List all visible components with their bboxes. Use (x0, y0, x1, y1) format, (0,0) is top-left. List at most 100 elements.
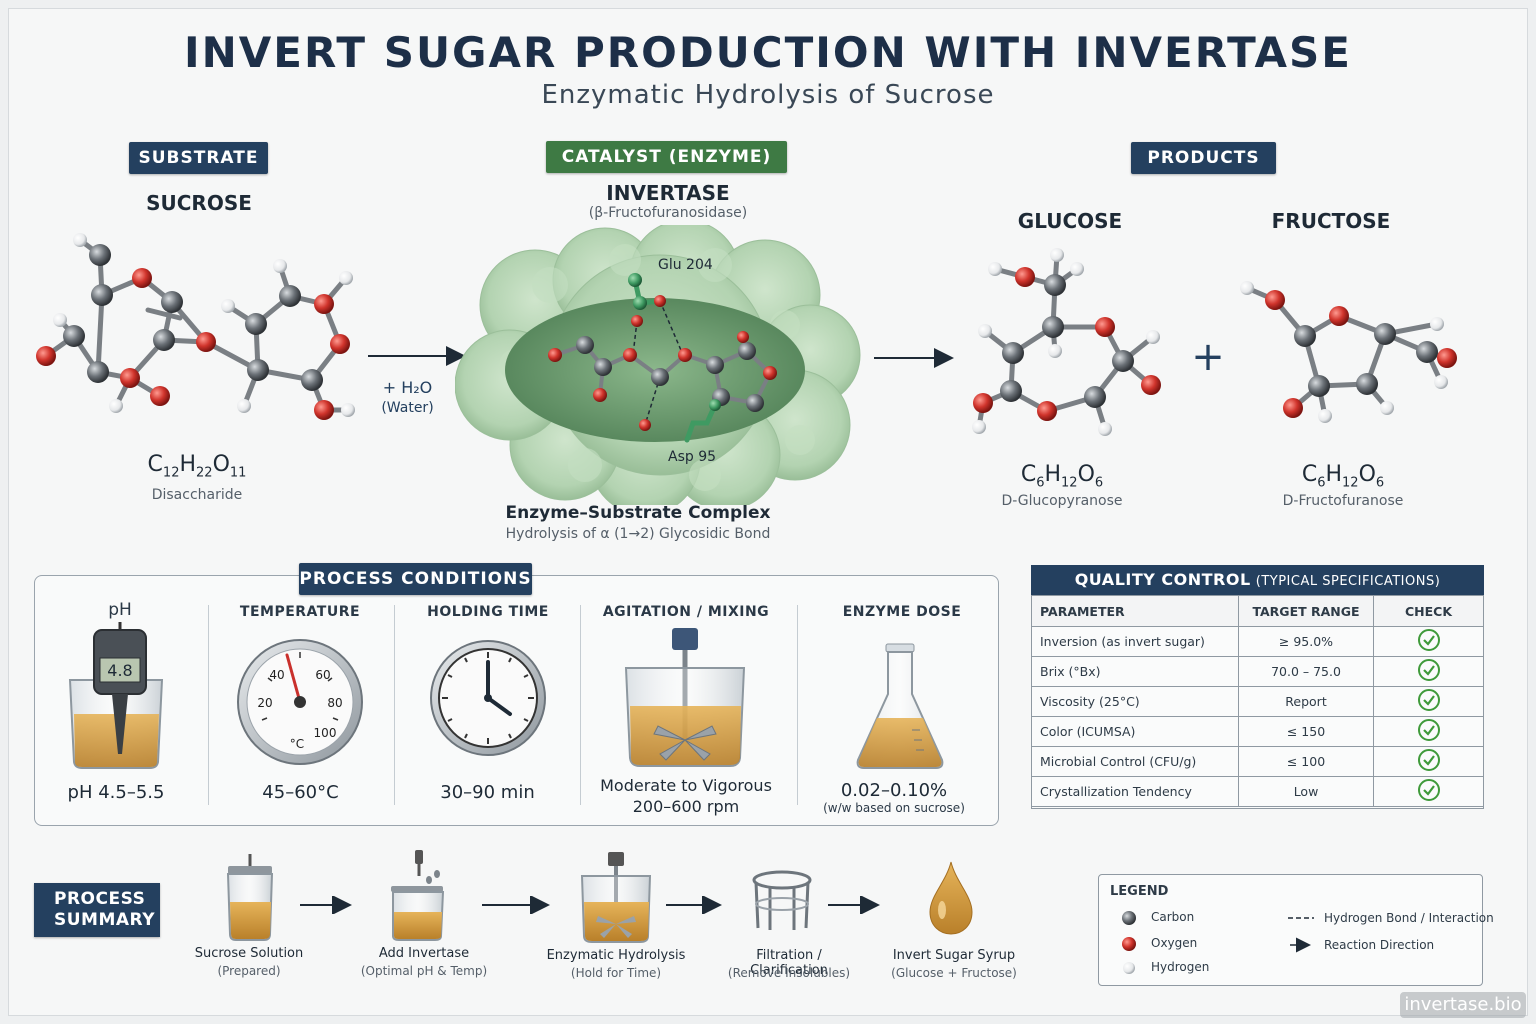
summary-arrow (300, 896, 352, 914)
qc-target: 70.0 – 75.0 (1238, 656, 1374, 687)
qc-parameter: Crystallization Tendency (1031, 776, 1239, 807)
residue-asp: Asp 95 (668, 449, 717, 465)
qc-target: Low (1238, 776, 1374, 807)
mixer-icon (624, 628, 746, 767)
qc-target: Report (1238, 686, 1374, 717)
water-label: + H₂O (382, 378, 433, 397)
qc-check (1373, 716, 1484, 747)
step-4-sub: (Remove Insolubles) (727, 966, 851, 980)
qc-parameter: Viscosity (25°C) (1031, 686, 1239, 717)
qc-parameter: Brix (°Bx) (1031, 656, 1239, 687)
qc-target: ≤ 100 (1238, 746, 1374, 777)
qc-table: PARAMETER TARGET RANGE CHECK Inversion (… (1031, 595, 1484, 807)
watermark: invertase.bio (1400, 992, 1526, 1018)
filter-icon (752, 870, 812, 930)
qc-check (1373, 746, 1484, 777)
divider (580, 605, 581, 805)
invertase-name: INVERTASE (606, 181, 730, 205)
holding-value: 30–90 min (440, 782, 535, 803)
reactor-icon (580, 852, 652, 943)
qc-parameter: Color (ICUMSA) (1031, 716, 1239, 747)
invertase-sub: (β-Fructofuranosidase) (588, 205, 748, 221)
legend-box (1098, 874, 1483, 986)
divider (208, 605, 209, 805)
qc-header: QUALITY CONTROL (TYPICAL SPECIFICATIONS) (1031, 565, 1484, 595)
dose-title: ENZYME DOSE (842, 604, 962, 620)
qc-check (1373, 656, 1484, 687)
step-5-label: Invert Sugar Syrup (892, 948, 1016, 963)
step-1-label: Sucrose Solution (194, 946, 304, 961)
sucrose-name: SUCROSE (146, 191, 252, 215)
divider (394, 605, 395, 805)
legend-title: LEGEND (1110, 884, 1169, 899)
dose-basis: (w/w based on sucrose) (823, 801, 965, 815)
qc-col-check: CHECK (1373, 595, 1484, 627)
complex-label: Enzyme–Substrate Complex (505, 503, 771, 523)
reaction-arrow-1 (368, 346, 466, 366)
gauge-unit: °C (290, 737, 304, 751)
step-3-sub: (Hold for Time) (570, 966, 662, 980)
glucose-formula: C6H12O6 (1020, 462, 1104, 491)
agitation-value: Moderate to Vigorous (600, 776, 772, 795)
qc-parameter: Inversion (as invert sugar) (1031, 626, 1239, 657)
check-circle-icon (1417, 749, 1440, 771)
step-2-sub: (Optimal pH & Temp) (360, 964, 488, 978)
check-circle-icon (1417, 779, 1440, 801)
page-subtitle: Enzymatic Hydrolysis of Sucrose (541, 80, 995, 110)
table-row: Viscosity (25°C) Report (1031, 686, 1484, 717)
qc-col-parameter: PARAMETER (1031, 595, 1239, 627)
check-circle-icon (1417, 689, 1440, 711)
gauge-tick: 80 (327, 696, 342, 710)
step-3-label: Enzymatic Hydrolysis (546, 948, 686, 963)
oxygen-swatch (1122, 937, 1136, 951)
qc-parameter: Microbial Control (CFU/g) (1031, 746, 1239, 777)
summary-arrow (828, 896, 880, 914)
qc-check (1373, 776, 1484, 807)
ph-value: pH 4.5–5.5 (67, 782, 165, 803)
divider (797, 605, 798, 805)
products-tag: PRODUCTS (1131, 142, 1276, 174)
table-row: Brix (°Bx) 70.0 – 75.0 (1031, 656, 1484, 687)
dose-value: 0.02–0.10% (840, 780, 948, 801)
legend-reaction: Reaction Direction (1324, 938, 1435, 952)
legend-oxygen: Oxygen (1151, 936, 1198, 950)
thermometer-gauge-icon: 20 40 60 80 100 °C (237, 639, 363, 765)
legend-atom-swatches (1122, 911, 1136, 974)
table-row: Microbial Control (CFU/g) ≤ 100 (1031, 746, 1484, 777)
clock-icon (430, 640, 546, 756)
qc-check (1373, 626, 1484, 657)
qc-target: ≥ 95.0% (1238, 626, 1374, 657)
gauge-tick: 20 (257, 696, 272, 710)
flask-icon (856, 643, 944, 769)
syrup-drop-icon (929, 861, 973, 935)
carbon-swatch (1122, 911, 1136, 925)
substrate-tag: SUBSTRATE (129, 142, 268, 174)
gauge-tick: 100 (314, 726, 337, 740)
beaker-icon (226, 854, 274, 941)
ph-title: pH (108, 600, 132, 620)
fructose-desc: D-Fructofuranose (1282, 493, 1404, 509)
agitation-title: AGITATION / MIXING (602, 604, 770, 620)
glucose-molecule (972, 248, 1161, 436)
check-circle-icon (1417, 719, 1440, 741)
products-plus: + (1191, 334, 1225, 380)
glucose-desc: D-Glucopyranose (1001, 493, 1123, 509)
ph-meter-icon: 4.8 (68, 622, 164, 769)
dropper-beaker-icon (391, 850, 445, 941)
reaction-arrow-2 (874, 348, 954, 368)
legend-hydrogen: Hydrogen (1151, 960, 1210, 974)
table-row: Crystallization Tendency Low (1031, 776, 1484, 807)
step-4-label: Filtration / Clarification (750, 948, 828, 978)
hydrogen-swatch (1123, 962, 1135, 974)
complex-sub: Hydrolysis of α (1→2) Glycosidic Bond (505, 526, 771, 542)
water-sub: (Water) (381, 400, 434, 416)
check-circle-icon (1417, 659, 1440, 681)
qc-title: QUALITY CONTROL (1074, 570, 1251, 589)
gauge-tick: 40 (269, 668, 284, 682)
process-summary-tag: PROCESS SUMMARY (34, 883, 160, 937)
agitation-rpm: 200–600 rpm (632, 797, 740, 816)
step-1-sub: (Prepared) (217, 964, 281, 978)
check-circle-icon (1417, 629, 1440, 651)
legend-carbon: Carbon (1151, 910, 1195, 924)
glucose-name: GLUCOSE (1017, 209, 1123, 233)
